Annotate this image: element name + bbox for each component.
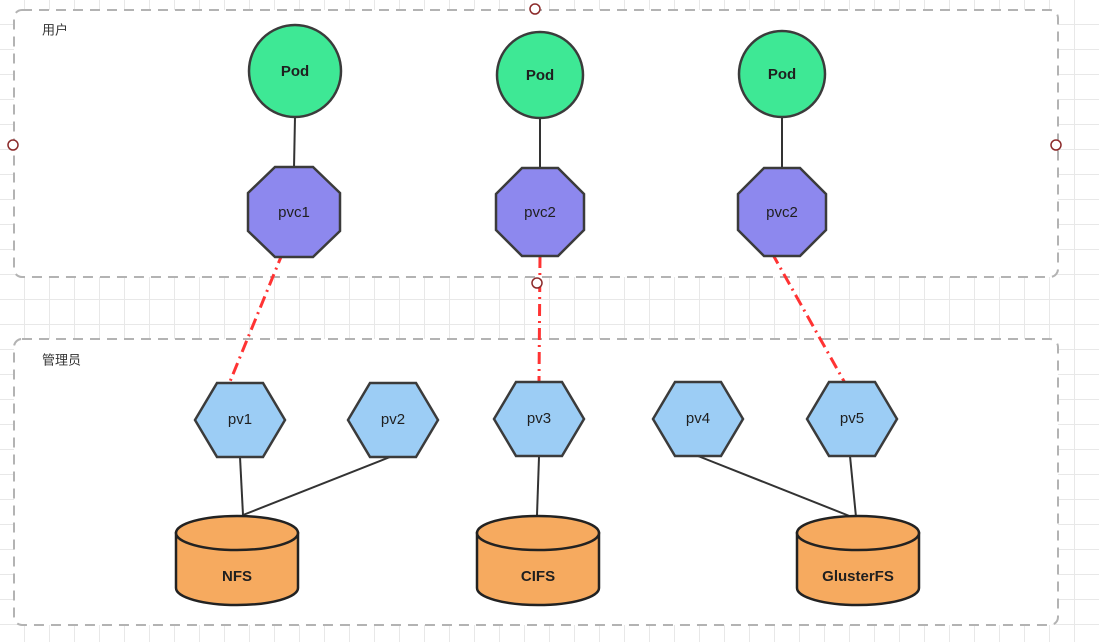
pvc-label: pvc2 [524, 204, 556, 221]
storage-label: NFS [222, 568, 252, 585]
group-user-label: 用户 [42, 22, 68, 37]
pv-hexagon[interactable] [346, 381, 440, 459]
edge-pv1-to-nfs[interactable] [239, 456, 244, 516]
pvc-octagon[interactable] [246, 165, 342, 259]
cylinder-body[interactable] [475, 531, 601, 607]
node-pod-3[interactable]: Pod [737, 29, 827, 119]
cylinder-top[interactable] [174, 514, 300, 552]
pod-label: Pod [526, 67, 554, 84]
pv-label: pv2 [381, 411, 405, 428]
pvc-octagon[interactable] [736, 166, 828, 258]
node-pvc-1[interactable]: pvc1 [246, 165, 342, 259]
pod-label: Pod [281, 63, 309, 80]
pod-circle[interactable] [495, 30, 585, 120]
edge-pv2-to-nfs[interactable] [242, 456, 391, 516]
edge-pod-to-pvc-1[interactable] [293, 116, 296, 169]
pv-label: pv3 [527, 410, 551, 427]
pod-label: Pod [768, 66, 796, 83]
edge-pv3-to-cifs[interactable] [536, 456, 540, 516]
cylinder-top[interactable] [475, 514, 601, 552]
resize-handle-right[interactable] [1050, 139, 1062, 151]
node-storage-glusterfs[interactable]: GlusterFS [795, 514, 921, 607]
pod-circle[interactable] [247, 23, 343, 119]
node-storage-nfs[interactable]: NFS [174, 514, 300, 607]
edge-pv4-to-glusterfs[interactable] [697, 455, 853, 518]
pv-label: pv5 [840, 410, 864, 427]
node-pv-3[interactable]: pv3 [492, 380, 586, 458]
storage-label: CIFS [521, 568, 555, 585]
node-storage-cifs[interactable]: CIFS [475, 514, 601, 607]
bind-edge-pvc2b-to-pv5[interactable] [770, 252, 847, 384]
node-pvc-2[interactable]: pvc2 [494, 166, 586, 258]
pvc-label: pvc1 [278, 204, 310, 221]
cylinder-body[interactable] [795, 531, 921, 607]
storage-label: GlusterFS [822, 568, 894, 585]
pod-circle[interactable] [737, 29, 827, 119]
node-pv-1[interactable]: pv1 [193, 381, 287, 459]
pv-label: pv1 [228, 411, 252, 428]
node-pod-1[interactable]: Pod [247, 23, 343, 119]
resize-handle-left[interactable] [7, 139, 19, 151]
group-admin-label: 管理员 [42, 352, 81, 367]
node-pod-2[interactable]: Pod [495, 30, 585, 120]
node-pv-4[interactable]: pv4 [651, 380, 745, 458]
node-pv-5[interactable]: pv5 [805, 380, 899, 458]
bind-edge-pvc2-to-pv3[interactable] [537, 255, 542, 384]
pv-label: pv4 [686, 410, 710, 427]
pvc-octagon[interactable] [494, 166, 586, 258]
resize-handle-bottom[interactable] [531, 277, 543, 289]
cylinder-body[interactable] [174, 531, 300, 607]
edge-pv5-to-glusterfs[interactable] [849, 455, 857, 518]
resize-handle-top[interactable] [529, 3, 541, 15]
pv-hexagon[interactable] [193, 381, 287, 459]
pvc-label: pvc2 [766, 204, 798, 221]
node-pv-2[interactable]: pv2 [346, 381, 440, 459]
pv-hexagon[interactable] [805, 380, 899, 458]
pv-hexagon[interactable] [492, 380, 586, 458]
pv-hexagon[interactable] [651, 380, 745, 458]
node-pvc-3[interactable]: pvc2 [736, 166, 828, 258]
cylinder-top[interactable] [795, 514, 921, 552]
